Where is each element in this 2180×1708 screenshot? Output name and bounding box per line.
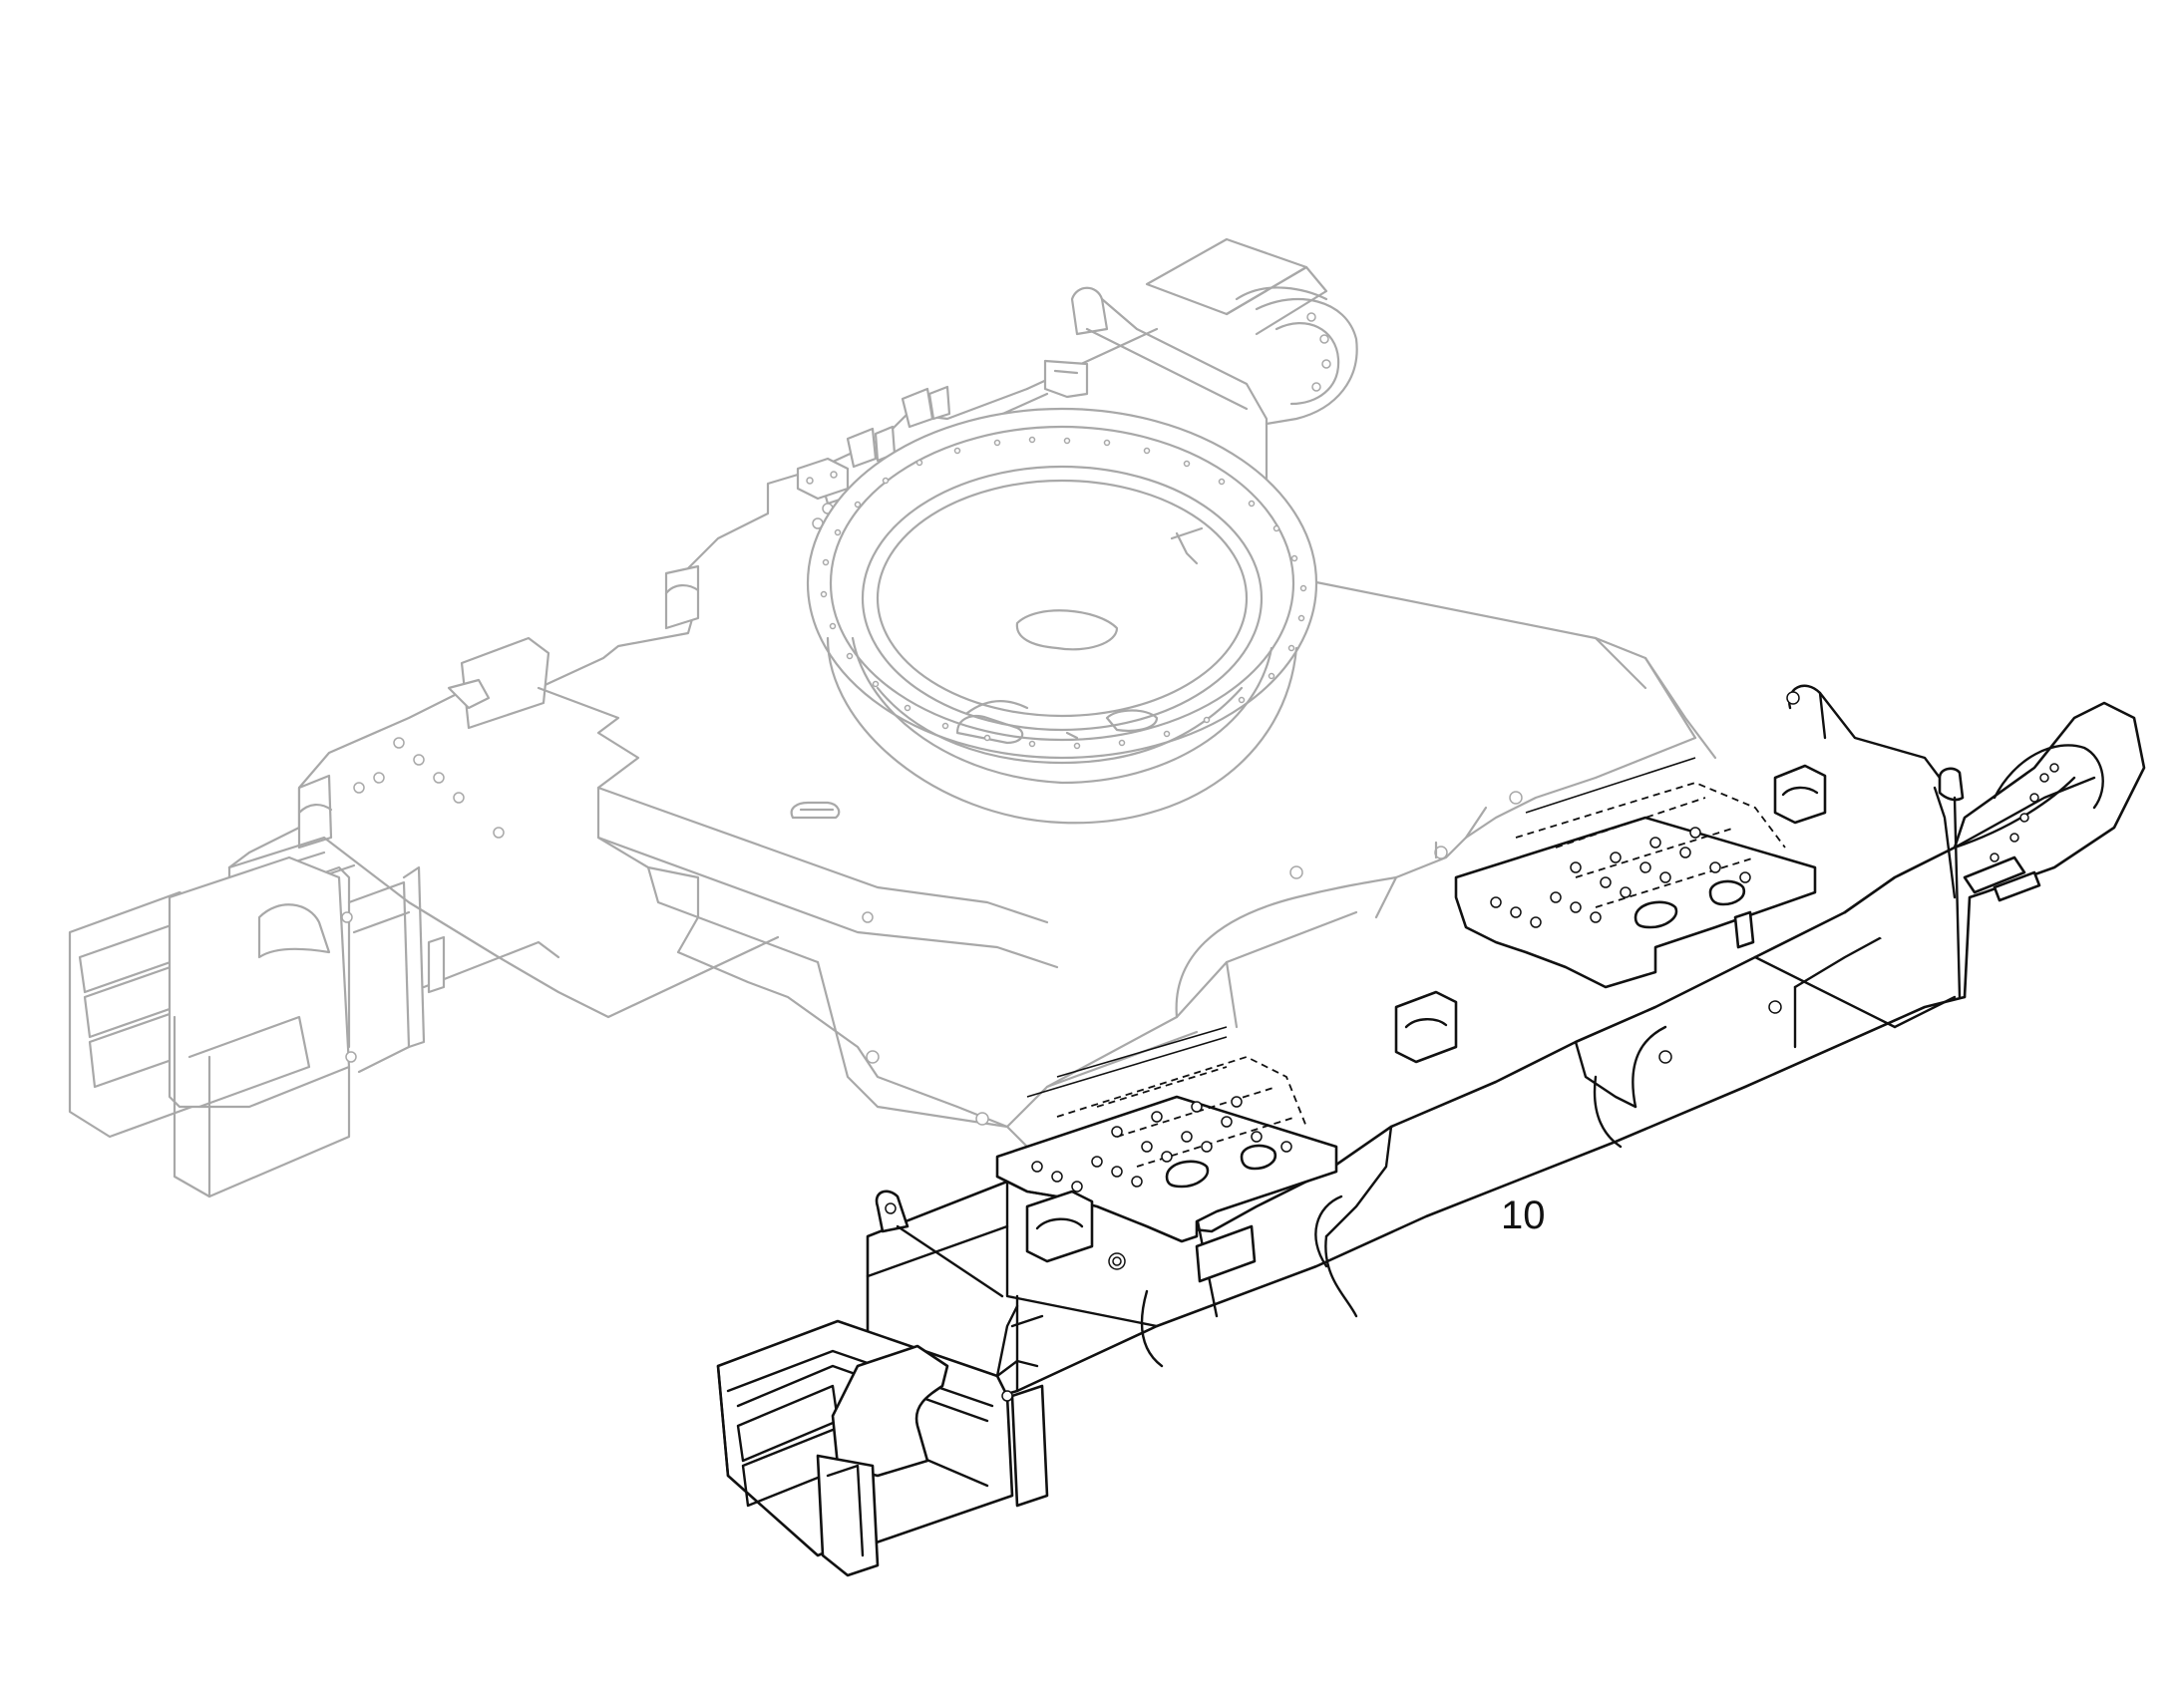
front-end-box (716, 1190, 1049, 1577)
mounting-plate-rear (1454, 757, 1817, 989)
rear-idler-end (1786, 684, 2146, 999)
track-guard-blocks (1025, 764, 1827, 1270)
front-track-frame-context (68, 836, 780, 1198)
slewing-ring-context (806, 407, 1318, 825)
carbody-frame-context (68, 237, 1717, 1198)
track-frame-beam (866, 846, 1967, 1438)
callout-item-10: 10 (1501, 1194, 1546, 1237)
track-frame-part-10 (716, 684, 2146, 1577)
nameplate (1195, 1224, 1257, 1283)
frame-pads-context (796, 457, 1618, 879)
mounting-plate-front (995, 1026, 1338, 1243)
rear-track-frame-context (1025, 237, 1358, 555)
